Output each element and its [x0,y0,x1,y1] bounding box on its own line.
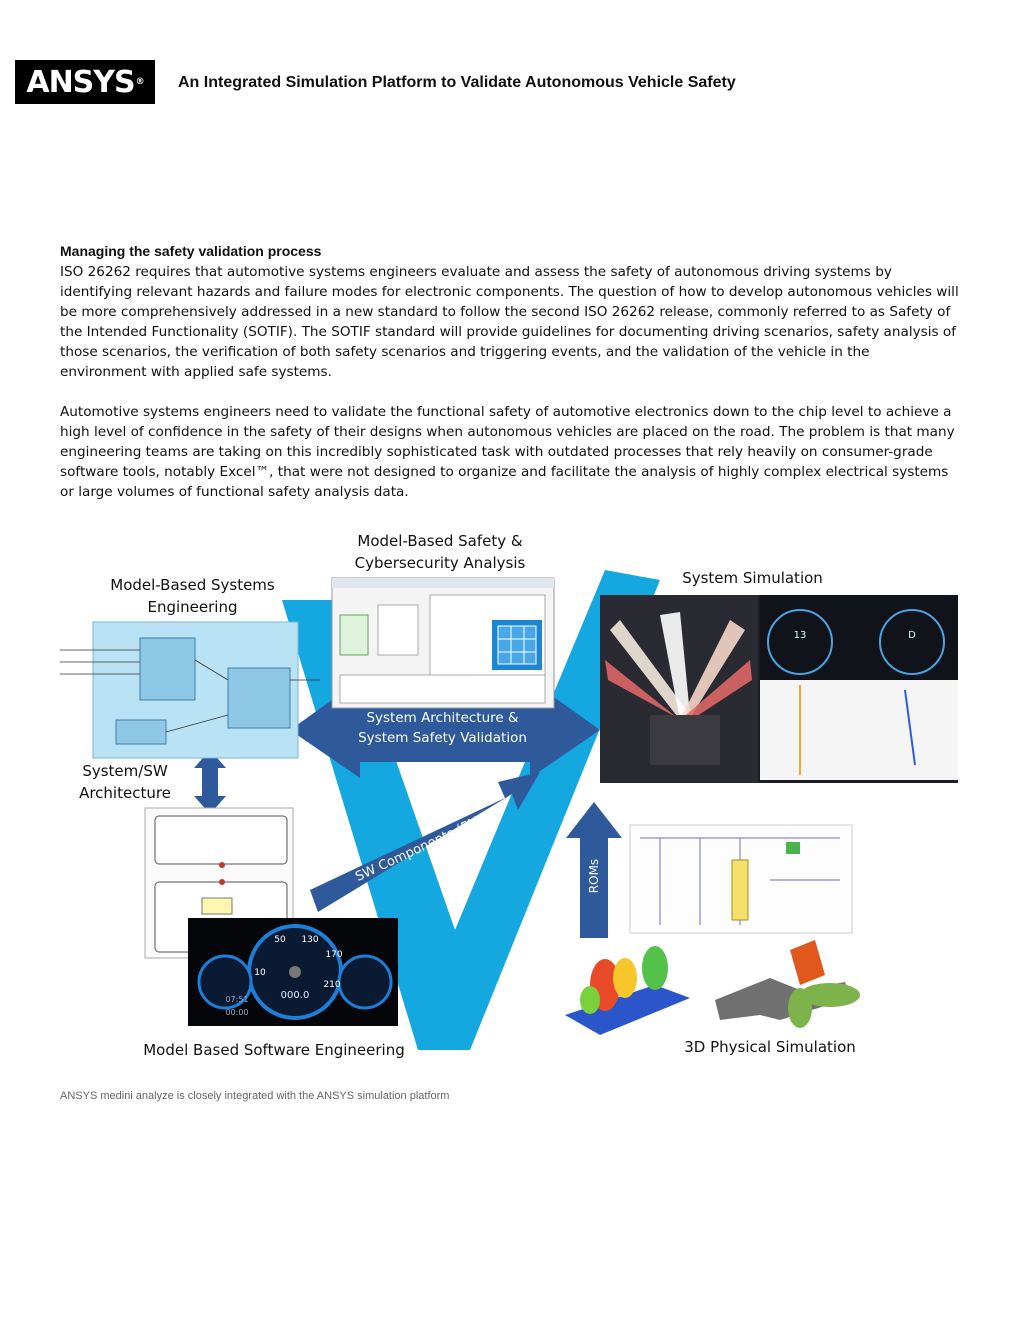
label-mbse: Model-Based Systems Engineering [100,574,285,618]
label-validation-line1: System Architecture & [366,710,519,726]
paragraph-1: ISO 26262 requires that automotive syste… [60,264,959,380]
dashboard-clock-2: 00:00 [225,1008,249,1017]
document-title: An Integrated Simulation Platform to Val… [178,74,736,91]
radiation-pattern-screenshot [560,946,690,1045]
diagram-graphic [60,570,958,1050]
dashboard-screenshot [188,918,398,1026]
roms-arrow [566,802,622,938]
dashboard-gauge-label-2: 130 [301,935,319,945]
label-system-simulation: System Simulation [682,569,823,587]
label-architecture-line1: System/SW [82,762,168,780]
label-safety-line1: Model-Based Safety & [357,532,523,550]
label-validation-line2: System Safety Validation [358,730,527,746]
circuit-screenshot [629,824,853,934]
physical-simulation-screenshot [715,940,860,1028]
dashboard-gauge-label-1: 50 [274,935,286,945]
sw-components-arrow [310,772,540,912]
label-system-sw-architecture: System/SW Architecture [70,760,180,804]
safety-analysis-screenshot [331,577,555,709]
dashboard-gauge-label-3: 170 [325,950,343,960]
v-shape [282,570,660,1050]
dashboard-gauge-label-4: 10 [254,968,266,978]
label-validation: System Architecture & System Safety Vali… [355,708,530,748]
simulation-platform-diagram: Model-Based Systems Engineering Model-Ba… [0,520,1020,1080]
dashboard-gauge-label-5: 210 [323,980,341,990]
label-safety-line2: Cybersecurity Analysis [354,554,526,572]
system-simulation-screenshot [600,595,958,783]
architecture-double-arrow [194,750,226,814]
paragraph-2: Automotive systems engineers need to val… [60,404,955,500]
sim-right-gauge-value: D [908,630,916,641]
logo-registered-mark: ® [135,77,145,87]
dashboard-clock-1: 07:51 [225,995,249,1004]
ansys-logo: ANSYS® [15,60,155,104]
logo-text: ANSYS [26,64,135,100]
section-heading: Managing the safety validation process [60,243,322,259]
label-mbse-line2: Engineering [147,598,238,616]
label-architecture-line2: Architecture [79,784,171,802]
mbse-screenshot [60,621,320,759]
label-mbse-line1: Model-Based Systems [110,576,275,594]
label-3d-physical-simulation: 3D Physical Simulation [684,1038,856,1056]
sim-left-gauge-value: 13 [793,630,807,641]
dashboard-readout: 000.0 [280,990,310,1001]
figure-caption: ANSYS medini analyze is closely integrat… [60,1090,450,1102]
label-mbse-software: Model Based Software Engineering [143,1041,405,1059]
label-roms: ROMs [587,858,601,894]
label-safety-analysis: Model-Based Safety & Cybersecurity Analy… [340,530,540,574]
